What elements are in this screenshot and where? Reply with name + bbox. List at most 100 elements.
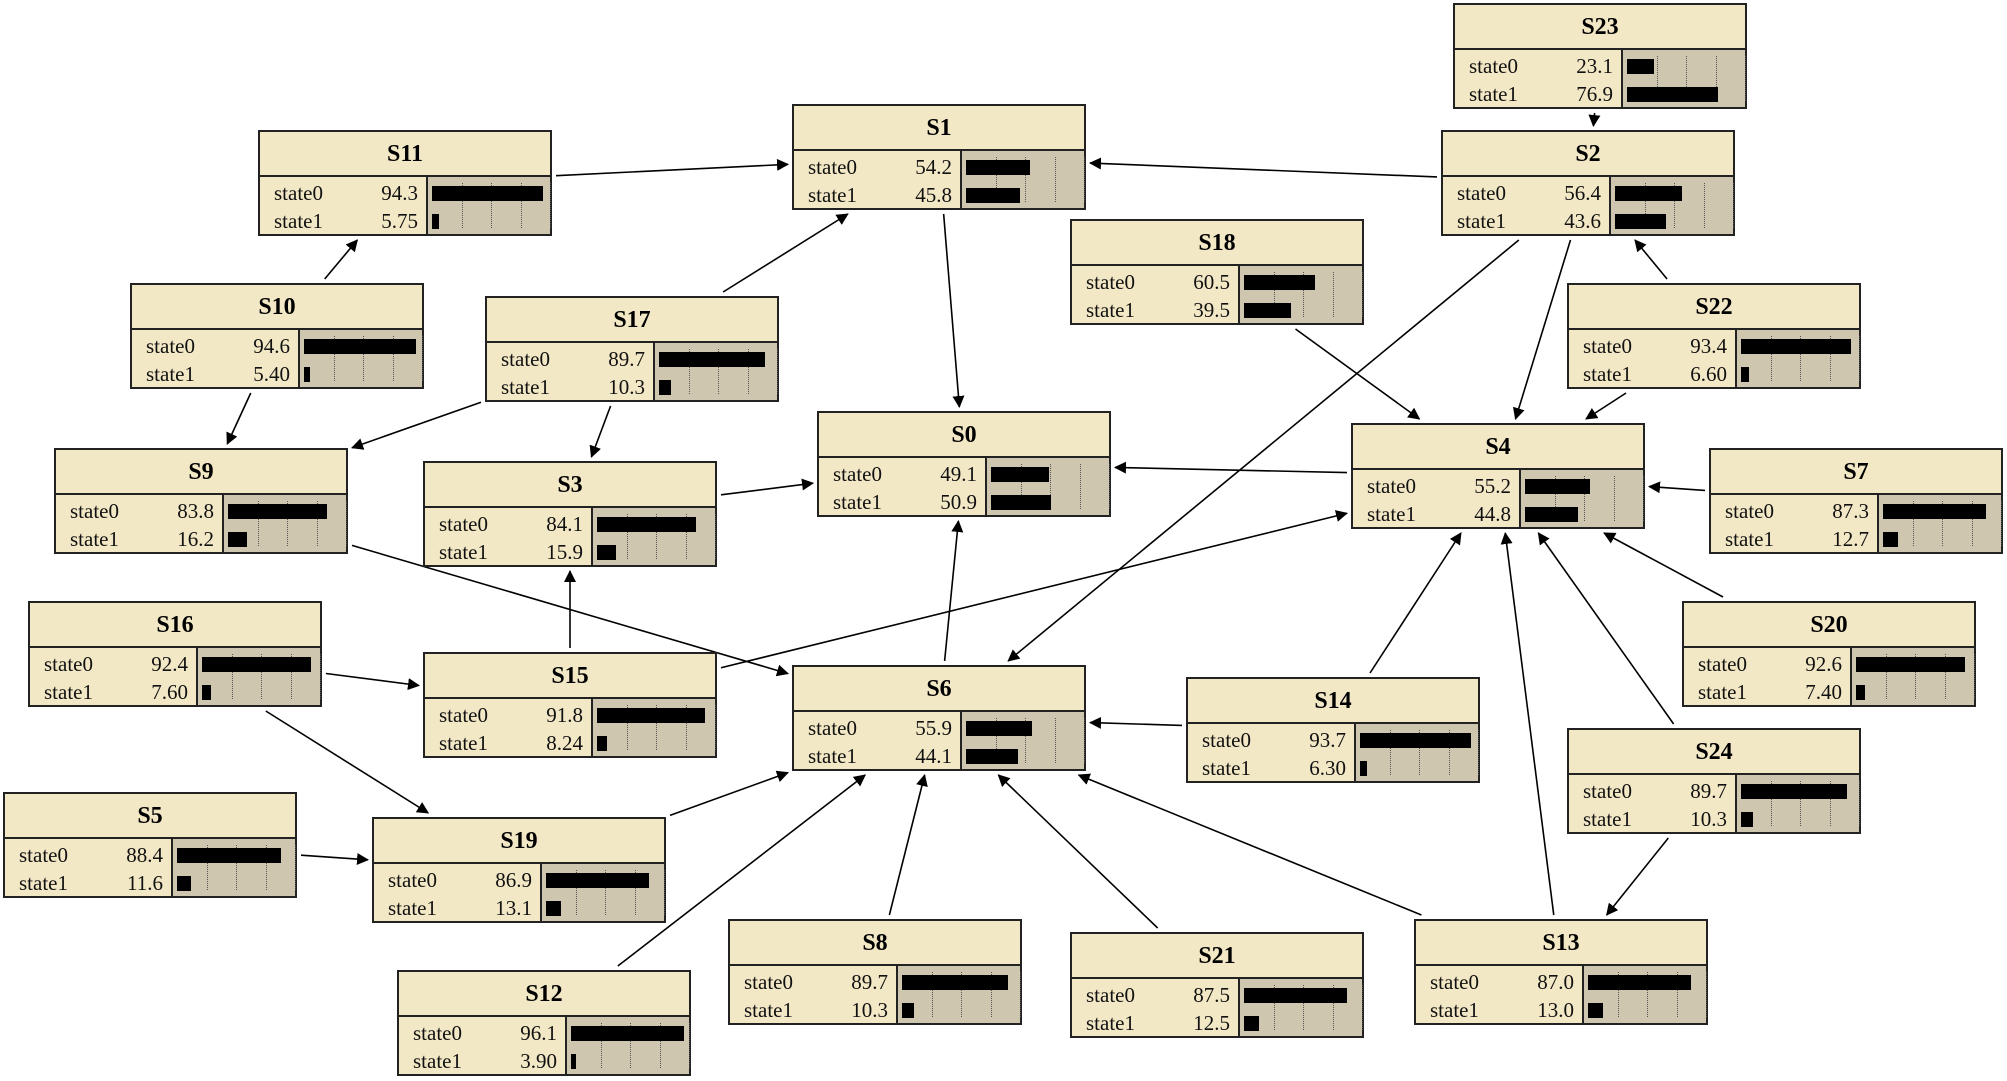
edge-s24-to-s13	[1606, 837, 1669, 916]
gridline	[265, 845, 267, 890]
state0-value: 93.7	[1309, 728, 1346, 752]
probability-bars	[1879, 495, 2002, 552]
gridline	[747, 349, 749, 394]
state1-value: 45.8	[915, 183, 952, 207]
gridline	[1020, 464, 1022, 509]
state0-value: 83.8	[177, 499, 214, 523]
probability-bars	[1356, 724, 1479, 781]
state1-label: state1	[1583, 807, 1632, 831]
node-title: S15	[425, 654, 715, 699]
state0-value: 88.4	[126, 843, 163, 867]
state0-value: 60.5	[1193, 270, 1230, 294]
state1-probability-bar	[571, 1054, 576, 1069]
state1-probability-bar	[966, 749, 1019, 764]
node-title: S11	[260, 132, 550, 177]
probability-bars	[962, 151, 1085, 208]
state1-label: state1	[1430, 998, 1479, 1022]
state1-probability-bar	[546, 901, 562, 916]
state1-label: state1	[1583, 362, 1632, 386]
state0-value: 55.9	[915, 716, 952, 740]
state1-value: 7.60	[151, 680, 188, 704]
state0-value: 92.6	[1805, 652, 1842, 676]
gridline	[1613, 476, 1615, 521]
gridline	[685, 705, 687, 750]
edge-s22-to-s2	[1634, 239, 1668, 280]
gridline	[1332, 985, 1334, 1030]
state0-probability-bar	[902, 975, 1008, 990]
gridline	[422, 336, 423, 381]
node-title: S17	[487, 298, 777, 343]
state1-probability-bar	[1525, 507, 1578, 522]
state0-value: 89.7	[851, 970, 888, 994]
probability-bars	[300, 330, 423, 387]
state1-probability-bar	[1244, 303, 1291, 318]
gridline	[363, 336, 364, 381]
state1-value: 6.30	[1309, 756, 1346, 780]
state1-value: 15.9	[546, 540, 583, 564]
gridline	[1733, 183, 1734, 228]
state1-label: state1	[1367, 502, 1416, 526]
edge-s20-to-s4	[1603, 532, 1724, 598]
gridline	[1915, 654, 1916, 699]
state1-probability-bar	[1627, 87, 1718, 102]
state1-label: state1	[833, 490, 882, 514]
node-title: S14	[1188, 679, 1478, 724]
gridline	[1084, 157, 1085, 202]
node-title: S10	[132, 285, 422, 330]
state1-label: state1	[439, 731, 488, 755]
probability-bars	[655, 343, 778, 400]
state0-probability-bar	[991, 467, 1049, 482]
edge-s16-to-s15	[325, 672, 420, 691]
state0-probability-bar	[432, 186, 544, 201]
gridline	[236, 845, 237, 890]
state0-probability-bar	[1627, 59, 1655, 74]
gridline	[320, 654, 321, 699]
